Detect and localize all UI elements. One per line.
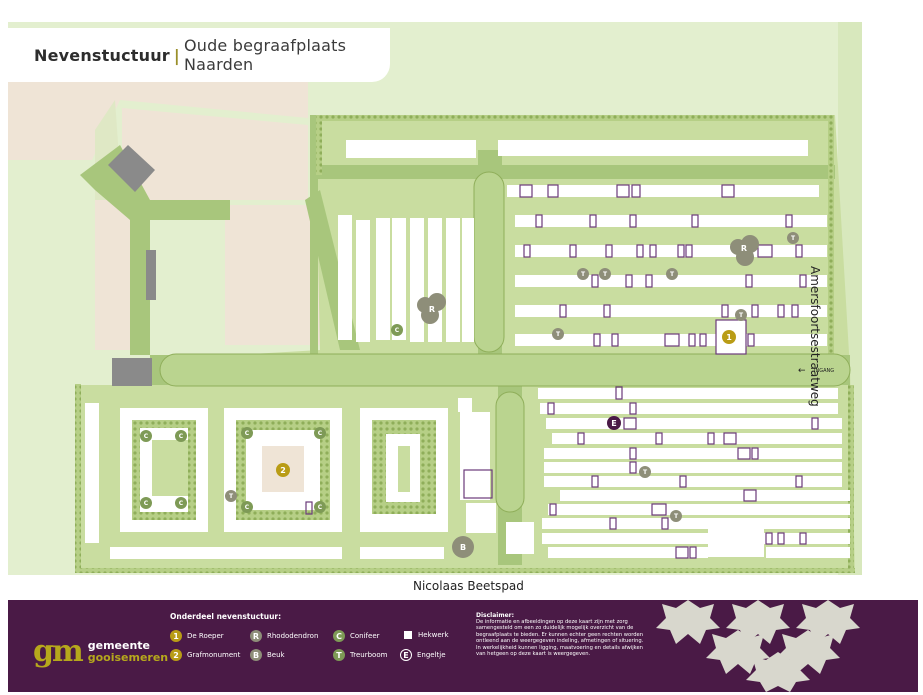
svg-text:R: R: [741, 244, 747, 253]
misc-plots: [85, 398, 534, 559]
roeper-plot: [715, 319, 747, 355]
page-title: Nevenstuctuur|Oude begraafplaats Naarden: [8, 28, 390, 82]
road-bottom: [8, 575, 918, 595]
svg-text:T: T: [643, 469, 648, 476]
svg-text:T: T: [670, 271, 675, 278]
svg-text:C: C: [179, 433, 184, 440]
star-pattern-decoration: [656, 600, 860, 692]
entrance-label: ← INGANG: [798, 366, 834, 376]
svg-text:C: C: [144, 500, 149, 507]
beuk-marker[interactable]: B: [452, 536, 474, 558]
svg-text:T: T: [229, 493, 234, 500]
building-1: [108, 145, 155, 192]
road-right: [858, 22, 918, 582]
svg-text:C: C: [144, 433, 149, 440]
rhododendron-marker[interactable]: R: [429, 305, 435, 314]
building-3: [146, 250, 156, 300]
hedges: [75, 115, 855, 573]
legend-title: Onderdeel nevenstuctuur:: [170, 612, 282, 621]
svg-text:C: C: [318, 430, 323, 437]
cemetery-map: 1 2 R R B E C C C C C C C C C T T T T T T T T T: [8, 22, 918, 595]
map-markers: 1 2 R R B E C C C C C C C C C T T T T T T T T T: [140, 232, 799, 558]
tree-row-vertical-bottom: [495, 391, 525, 513]
grave-rows-bottom: [538, 388, 850, 558]
svg-text:T: T: [791, 235, 796, 242]
svg-text:C: C: [318, 504, 323, 511]
roeper-marker[interactable]: 1: [722, 330, 736, 344]
engeltje-marker[interactable]: E: [607, 416, 621, 430]
road-label-right: Amersfoortsestraatweg: [808, 266, 822, 407]
svg-text:T: T: [556, 331, 561, 338]
grave-rows-diagonal: [338, 215, 474, 342]
svg-text:1: 1: [726, 333, 732, 342]
svg-text:T: T: [581, 271, 586, 278]
conifeer-markers: [140, 324, 403, 513]
grave-markers: [305, 184, 819, 559]
road-label-bottom: Nicolaas Beetspad: [413, 579, 524, 593]
svg-text:T: T: [674, 513, 679, 520]
svg-text:E: E: [611, 419, 616, 428]
disclaimer-title: Disclaimer:: [476, 612, 515, 619]
treurboom-markers: [225, 232, 799, 522]
svg-text:B: B: [460, 543, 466, 552]
svg-text:2: 2: [280, 466, 286, 475]
svg-text:T: T: [603, 271, 608, 278]
grafmonument-marker[interactable]: 2: [276, 463, 290, 477]
tree-row-vertical-top: [473, 171, 505, 353]
svg-text:R: R: [429, 305, 435, 314]
hekwerk-icon: [404, 631, 412, 639]
svg-text:C: C: [245, 430, 250, 437]
rhododendron-marker[interactable]: R: [741, 244, 747, 253]
svg-text:C: C: [179, 500, 184, 507]
tree-row-horizontal: [159, 353, 851, 387]
disclaimer-text: De informatie en afbeeldingen op deze ka…: [476, 619, 644, 658]
svg-text:C: C: [245, 504, 250, 511]
svg-text:T: T: [739, 312, 744, 319]
svg-text:←: ←: [798, 366, 806, 376]
legend-item-hekwerk: Hekwerk: [404, 631, 449, 639]
svg-text:INGANG: INGANG: [814, 368, 834, 374]
svg-text:C: C: [395, 327, 400, 334]
shrubs: [417, 235, 759, 324]
building-2: [112, 358, 152, 386]
